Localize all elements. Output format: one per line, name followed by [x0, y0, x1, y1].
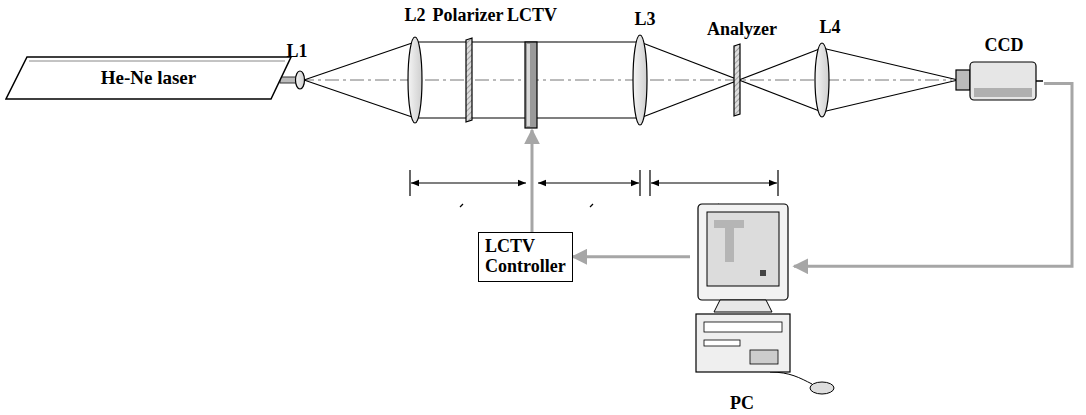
controller-box: LCTV Controller: [478, 232, 573, 282]
part-label: Analyzer: [707, 20, 777, 40]
component-name: CCD: [985, 36, 1024, 56]
polarizer-plate: [466, 38, 472, 122]
lens-l3: [633, 35, 647, 125]
pc-computer-shape: [690, 200, 794, 414]
signal-arrow: [531, 130, 534, 232]
ccd-camera: CCD: [948, 36, 1044, 106]
signal-arrow: [794, 84, 1072, 267]
pc-computer: PC: [690, 200, 794, 414]
analyzer-plate: [734, 44, 740, 116]
lens-l2: [408, 37, 422, 123]
optical-axis: [300, 80, 952, 81]
laser-body: He-Ne laser: [5, 56, 292, 100]
part-label: L2: [404, 6, 425, 26]
part-label: L3: [634, 10, 655, 30]
component-name: LCTV: [507, 6, 557, 26]
lctv-panel: LCTV: [508, 6, 556, 130]
part-label: Polarizer: [433, 6, 504, 26]
component-name: He-Ne laser: [101, 68, 196, 89]
part-label: L4: [819, 18, 840, 38]
box-text: LCTV Controller: [485, 237, 566, 277]
lens-l1: [296, 71, 305, 89]
beam: [304, 42, 958, 118]
part-label: L1: [286, 42, 307, 62]
component-name: PC: [730, 394, 754, 414]
signal-arrow: [573, 255, 690, 258]
lens-l4: [815, 43, 829, 117]
mouse: [770, 372, 834, 394]
dimension-lines: [410, 170, 778, 207]
